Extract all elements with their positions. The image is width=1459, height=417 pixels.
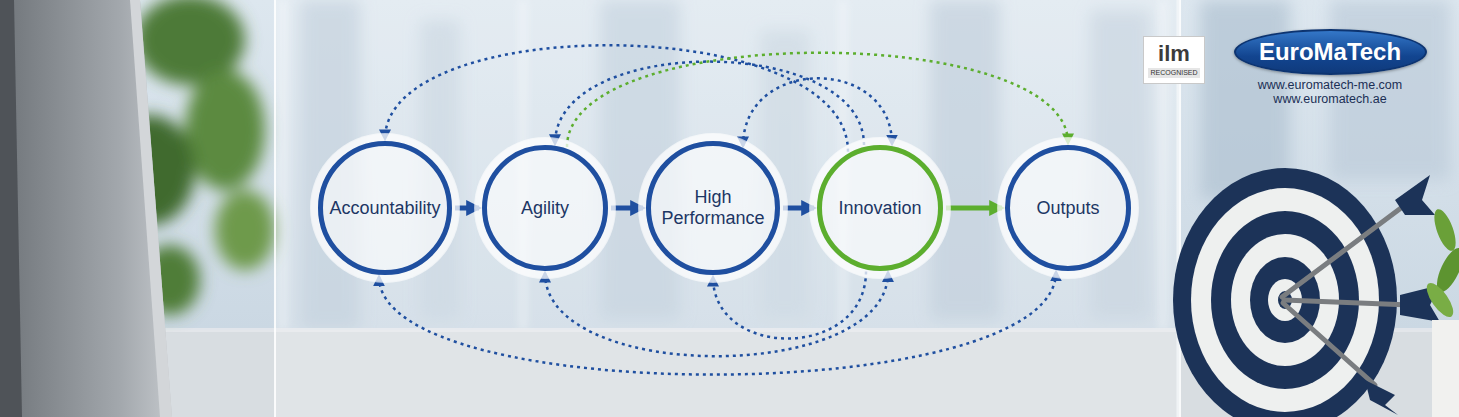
process-circle: Agility: [482, 145, 608, 271]
badge-logo-text: ilm: [1158, 42, 1190, 65]
feedback-arrow: [385, 45, 848, 151]
node-label: Innovation: [838, 198, 921, 219]
feedback-arrow: [379, 272, 1056, 375]
accreditation-badge: ilmRECOGNISED: [1143, 36, 1205, 84]
node-label: High Performance: [657, 187, 769, 228]
feedback-arrow: [743, 78, 892, 146]
process-circle: Accountability: [318, 141, 452, 275]
node-label: Outputs: [1036, 198, 1099, 219]
flow-arrow: [455, 206, 479, 211]
flow-arrow: [611, 206, 643, 211]
feedback-arrow: [555, 62, 864, 145]
flow-arrow: [946, 206, 1002, 211]
node-label: Accountability: [329, 198, 440, 219]
node-label: Agility: [521, 198, 569, 219]
feedback-arrow: [713, 271, 866, 338]
brand-logo: EuroMaTech: [1234, 29, 1427, 75]
website-url: www.euromatech-me.com: [1258, 79, 1403, 93]
website-url: www.euromatech.ae: [1273, 93, 1386, 107]
process-circle: Innovation: [817, 145, 943, 271]
flow-arrow: [783, 206, 814, 211]
badge-caption: RECOGNISED: [1148, 68, 1199, 78]
feedback-arrow: [545, 272, 888, 356]
brand-name: EuroMaTech: [1259, 38, 1401, 66]
process-circle: High Performance: [646, 141, 780, 275]
process-circle: Outputs: [1005, 145, 1131, 271]
feedback-arrow: [567, 53, 1068, 147]
